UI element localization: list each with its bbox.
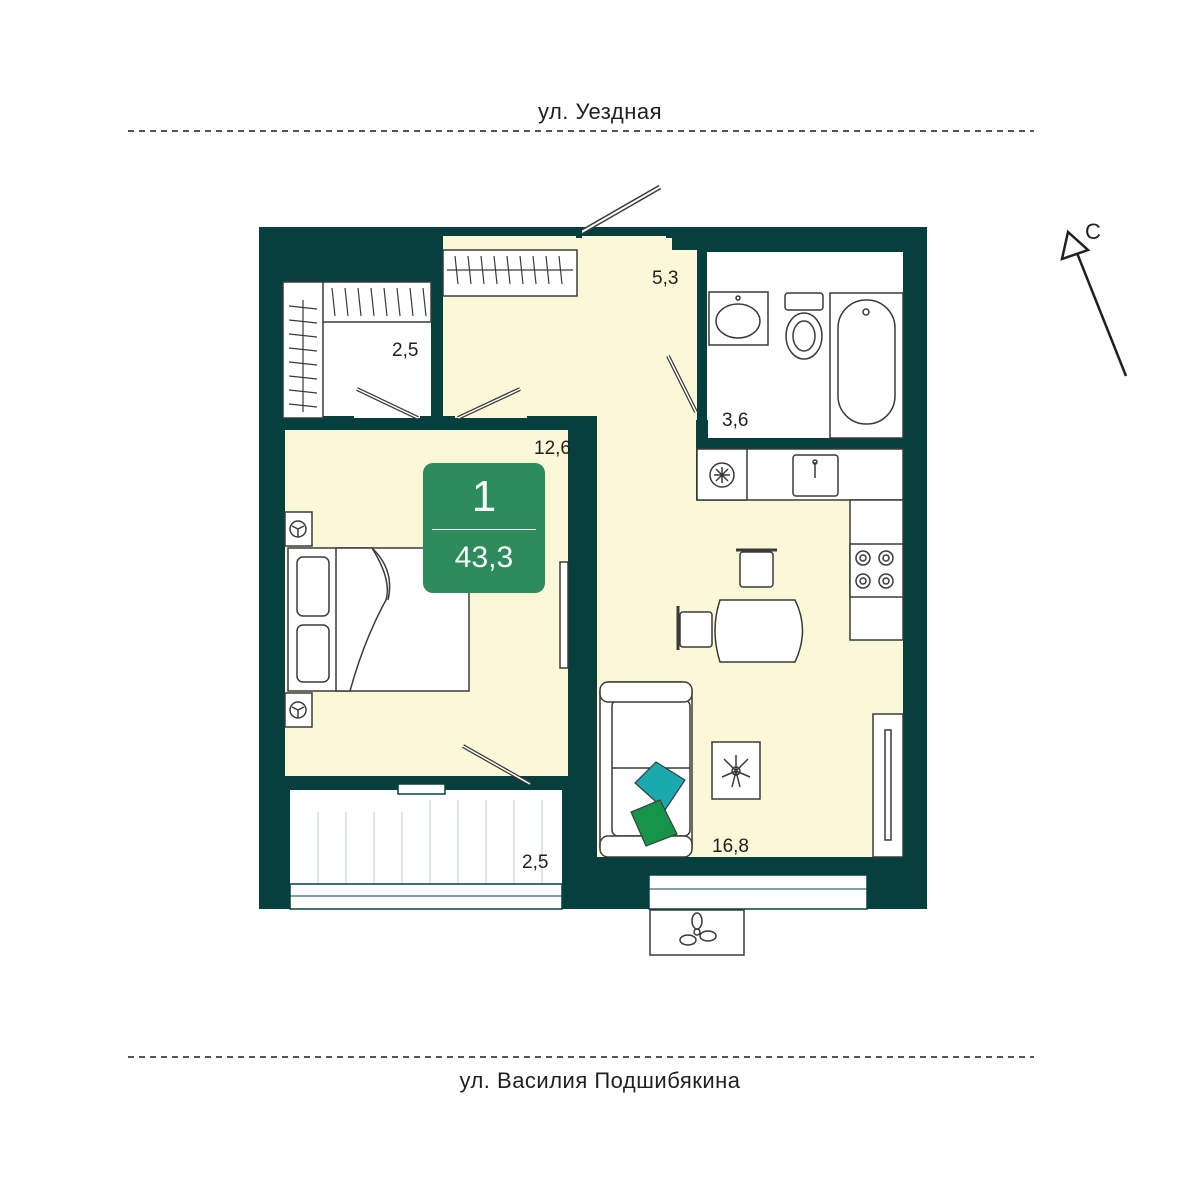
air-conditioner-icon xyxy=(649,909,745,956)
pillow-green xyxy=(630,799,678,847)
stove-icon xyxy=(849,543,904,598)
room-area-living-kitchen: 16,8 xyxy=(712,836,749,857)
compass-north-label: С xyxy=(1085,219,1101,244)
room-area-hall: 5,3 xyxy=(652,268,679,289)
tv-icon xyxy=(872,713,904,858)
nightstand-icon xyxy=(284,511,313,728)
closet-shelves-icon xyxy=(282,281,432,419)
apartment-badge-bg xyxy=(423,463,545,593)
apartment-room-count: 1 xyxy=(471,472,497,521)
room-area-wardrobe: 2,5 xyxy=(392,340,419,361)
bedroom-tv-icon xyxy=(559,561,569,669)
room-area-balcony: 2,5 xyxy=(522,852,549,873)
room-area-bedroom: 12,6 xyxy=(534,438,571,459)
kitchen-sink-icon xyxy=(792,454,839,497)
street-label-bottom: ул. Василия Подшибякина xyxy=(459,1068,741,1093)
toilet-icon xyxy=(784,292,824,360)
fridge-icon xyxy=(696,448,748,501)
compass-arrow-icon xyxy=(1060,229,1128,377)
chair-icon xyxy=(676,548,777,650)
apartment-total-area: 43,3 xyxy=(454,541,514,574)
sink-icon xyxy=(708,291,769,346)
bathtub-icon xyxy=(829,292,904,439)
balcony xyxy=(289,783,563,910)
apartment-badge: 1 43,3 xyxy=(423,463,545,593)
interior-walls xyxy=(259,227,927,909)
table-icon xyxy=(714,599,804,663)
wardrobe-icon xyxy=(442,249,578,297)
balcony-door-icon xyxy=(462,744,531,786)
street-label-top: ул. Уездная xyxy=(537,99,663,124)
window-living xyxy=(648,874,868,910)
bathroom-door-icon xyxy=(666,355,698,413)
plant-icon xyxy=(711,741,761,800)
room-area-bathroom: 3,6 xyxy=(722,410,749,431)
pillow-teal xyxy=(634,761,686,811)
badge-divider xyxy=(432,529,536,530)
entrance-door-icon xyxy=(576,184,672,238)
